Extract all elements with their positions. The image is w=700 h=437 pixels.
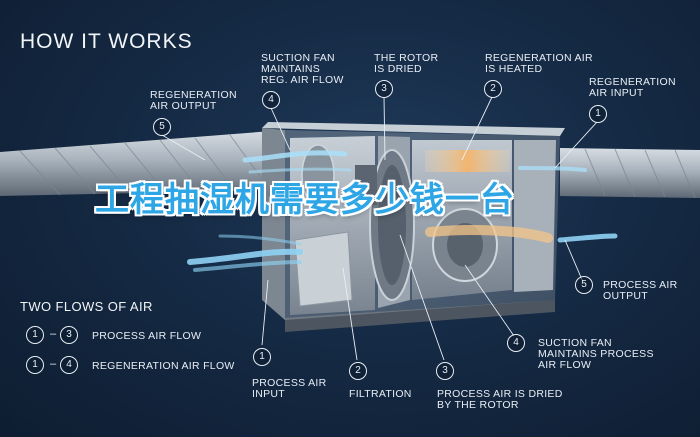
callout-suction-regen-number: 4 [262, 91, 280, 109]
unit-body [262, 122, 565, 320]
leader-lines [161, 96, 598, 361]
callout-regen-output-number: 5 [153, 118, 171, 136]
legend-from-badge: 1 [26, 326, 44, 344]
callout-suction-process-label: SUCTION FAN MAINTAINS PROCESS AIR FLOW [538, 337, 654, 371]
heater [425, 150, 510, 172]
legend-label: PROCESS AIR FLOW [92, 330, 202, 342]
callout-suction-process-number: 4 [507, 334, 525, 352]
legend-from-badge: 1 [26, 356, 44, 374]
callout-process-output-label: PROCESS AIR OUTPUT [603, 279, 678, 302]
callout-regen-output-label: REGENERATION AIR OUTPUT [150, 89, 237, 112]
callout-process-output-number: 5 [575, 276, 593, 294]
callout-filtration-label: FILTRATION [349, 388, 412, 400]
callout-suction-regen-label: SUCTION FAN MAINTAINS REG. AIR FLOW [261, 52, 344, 86]
callout-rotor-dried-number: 3 [375, 80, 393, 98]
callout-process-input-label: PROCESS AIR INPUT [252, 377, 327, 400]
process-airflow [187, 233, 618, 272]
callout-regen-input-label: REGENERATION AIR INPUT [589, 76, 676, 99]
left-duct [0, 130, 285, 196]
right-duct [560, 148, 700, 199]
legend-dash: – [50, 358, 57, 370]
callout-filtration-number: 2 [349, 362, 367, 380]
legend-dash: – [50, 328, 57, 340]
callout-process-input-number: 1 [253, 348, 271, 366]
callout-regen-input-number: 1 [589, 105, 607, 123]
regen-airflow [242, 150, 587, 243]
overlay-headline: 工程抽湿机需要多少钱一台 [95, 180, 515, 220]
legend-to-badge: 3 [60, 326, 78, 344]
callout-process-dried-number: 3 [436, 362, 454, 380]
callout-process-dried-label: PROCESS AIR IS DRIED BY THE ROTOR [437, 388, 563, 411]
legend-title: TWO FLOWS OF AIR [20, 299, 153, 314]
callout-regen-heated-number: 2 [484, 80, 502, 98]
callout-rotor-dried-label: THE ROTOR IS DRIED [374, 52, 439, 75]
callout-regen-heated-label: REGENERATION AIR IS HEATED [485, 52, 593, 75]
unit-base [285, 300, 555, 332]
page-title: HOW IT WORKS [20, 30, 193, 53]
legend-label: REGENERATION AIR FLOW [92, 360, 235, 372]
legend-to-badge: 4 [60, 356, 78, 374]
